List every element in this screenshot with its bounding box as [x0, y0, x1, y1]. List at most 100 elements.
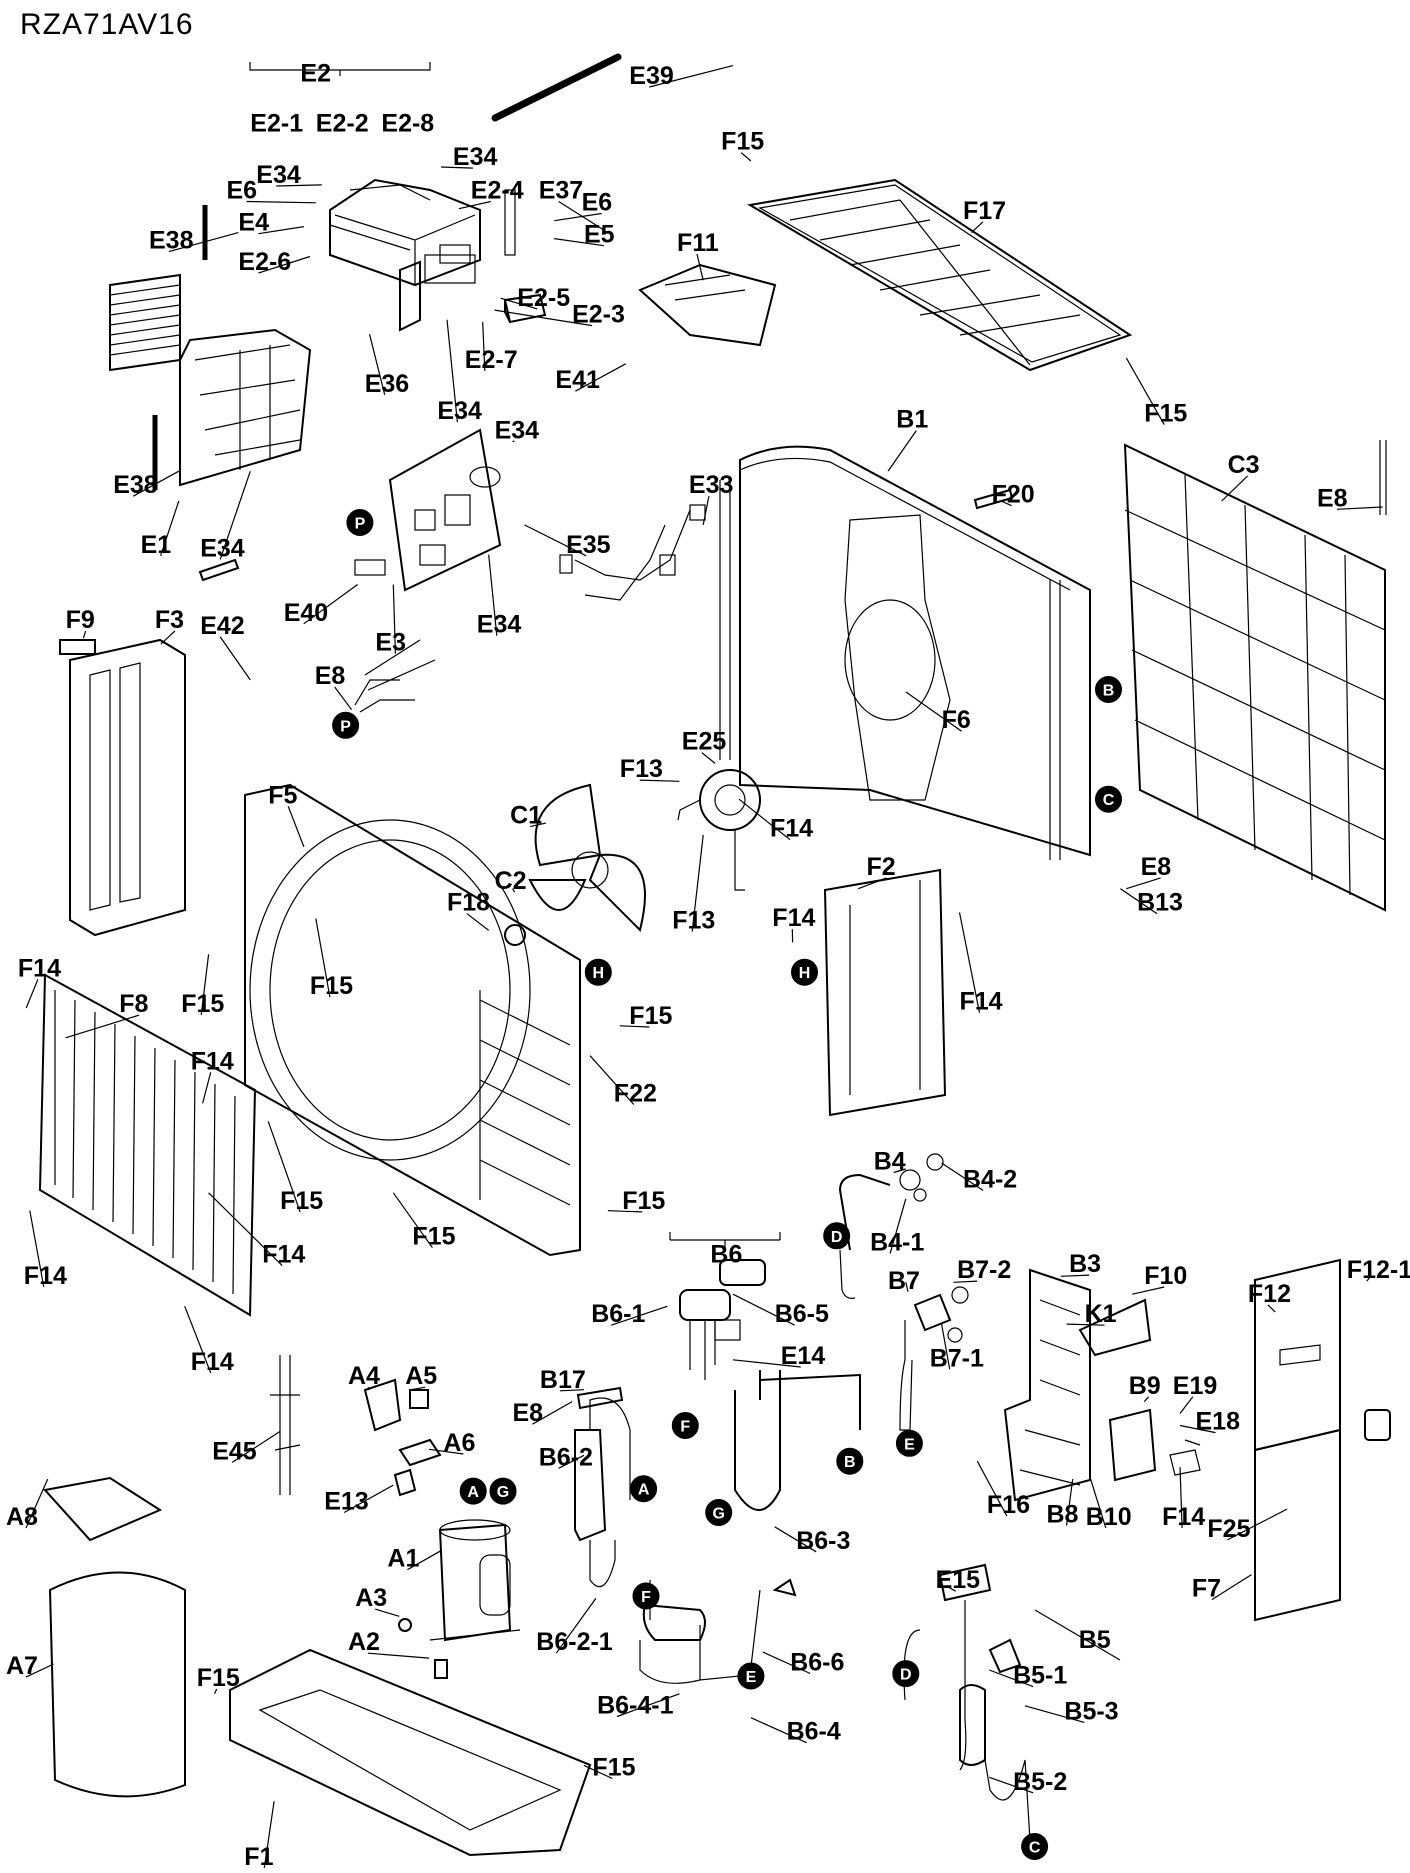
label-b7-1-81: B7-1: [930, 1344, 984, 1372]
marker-p-letter-1: P: [340, 718, 351, 735]
label-f10-83: F10: [1144, 1262, 1187, 1290]
label-f13-43: F13: [672, 907, 715, 935]
label-a4-97: A4: [348, 1362, 380, 1390]
e39-rod: [495, 57, 618, 118]
label-e6-8: E6: [582, 189, 613, 217]
label-b6-72: B6: [710, 1241, 742, 1269]
label-b4-2-70: B4-2: [963, 1165, 1017, 1193]
label-f6-39: F6: [942, 706, 971, 734]
label-e5-12: E5: [584, 221, 615, 249]
label-f17-32: F17: [963, 197, 1006, 225]
label-e8-77: E8: [513, 1399, 544, 1427]
f9-part: [60, 640, 95, 654]
leader-line-33: [697, 254, 703, 280]
leader-line-38: [335, 687, 352, 710]
marker-g-letter-13: G: [712, 1506, 724, 1523]
marker-e-letter-7: E: [904, 1436, 915, 1453]
label-b10-92: B10: [1086, 1503, 1132, 1531]
label-e2-6-14: E2-6: [238, 248, 291, 276]
label-b6-4-1-114: B6-4-1: [597, 1692, 674, 1720]
label-e39-4: E39: [629, 62, 673, 90]
marker-f-letter-8: F: [680, 1419, 690, 1436]
label-e35-25: E35: [566, 531, 611, 559]
label-e38-21: E38: [113, 471, 158, 499]
label-b1-34: B1: [896, 406, 928, 434]
e8-thermistor-right: [1380, 440, 1386, 515]
label-a1-102: A1: [387, 1545, 419, 1573]
label-b9-87: B9: [1129, 1372, 1161, 1400]
label-f15-113: F15: [197, 1664, 240, 1692]
label-f12-1-86: F12-1: [1347, 1256, 1410, 1284]
label-f25-94: F25: [1207, 1515, 1250, 1543]
label-e6-10: E6: [227, 177, 258, 205]
label-f20-35: F20: [992, 481, 1035, 509]
label-a2-107: A2: [348, 1628, 380, 1656]
label-f5-49: F5: [268, 781, 297, 809]
label-a6-99: A6: [443, 1429, 475, 1457]
b3-frame: [1005, 1270, 1090, 1500]
label-e8-38: E8: [315, 662, 346, 690]
leader-line-50: [26, 979, 38, 1008]
label-f15-68: F15: [1144, 400, 1187, 428]
label-b5-105: B5: [1079, 1626, 1111, 1654]
label-e34-20: E34: [437, 397, 482, 425]
label-b5-2-117: B5-2: [1013, 1768, 1067, 1796]
label-e34-24: E34: [200, 534, 245, 562]
label-e37-7: E37: [539, 177, 583, 205]
label-f15-54: F15: [310, 972, 353, 1000]
label-b5-1-110: B5-1: [1013, 1662, 1067, 1690]
e1-frame: [110, 275, 310, 485]
a6-part: [400, 1440, 440, 1465]
label-a7-112: A7: [6, 1652, 38, 1680]
label-e36-17: E36: [365, 370, 409, 398]
label-f14-59: F14: [262, 1241, 305, 1269]
label-e15-104: E15: [936, 1566, 981, 1594]
label-e19-88: E19: [1173, 1372, 1217, 1400]
f7-panel: [1255, 1430, 1340, 1620]
label-f15-62: F15: [622, 1187, 665, 1215]
label-b6-1-73: B6-1: [591, 1300, 645, 1328]
label-e14-75: E14: [781, 1342, 826, 1370]
marker-b-letter-2: B: [1103, 683, 1115, 700]
label-b17-76: B17: [540, 1366, 586, 1394]
label-e13-100: E13: [324, 1488, 368, 1516]
label-c1-44: C1: [510, 802, 542, 830]
label-f14-53: F14: [191, 1047, 234, 1075]
label-e40-26: E40: [284, 599, 328, 627]
label-e34-5: E34: [453, 143, 498, 171]
marker-d-letter-16: D: [900, 1667, 912, 1684]
a7-sound-cover: [50, 1573, 185, 1797]
label-f15-55: F15: [629, 1002, 672, 1030]
marker-p-letter-0: P: [355, 516, 366, 533]
label-b8-91: B8: [1047, 1501, 1079, 1529]
b6-6-part: [775, 1580, 795, 1595]
e42-part: [200, 560, 238, 580]
f2-partition-plate: [825, 870, 945, 1115]
b6-2-1-pipe: [590, 1540, 615, 1587]
label-e34-9: E34: [256, 161, 301, 189]
leader-line-34: [888, 431, 916, 472]
label-f14-61: F14: [191, 1348, 234, 1376]
f12-1-part: [1365, 1410, 1390, 1440]
label-f15-116: F15: [592, 1754, 635, 1782]
label-b5-3-111: B5-3: [1064, 1697, 1118, 1725]
e3-pcb: [355, 430, 500, 590]
label-e2-8-3: E2-8: [381, 110, 434, 138]
label-f14-65: F14: [960, 988, 1003, 1016]
label-f15-58: F15: [412, 1223, 455, 1251]
label-a5-98: A5: [405, 1362, 437, 1390]
label-f13-40: F13: [620, 755, 663, 783]
label-b6-6-109: B6-6: [790, 1649, 844, 1677]
label-e25-41: E25: [682, 728, 727, 756]
label-e8-66: E8: [1141, 853, 1172, 881]
label-f14-50: F14: [18, 954, 61, 982]
label-f14-60: F14: [24, 1262, 67, 1290]
label-f1-118: F1: [244, 1843, 273, 1868]
f17-top-panel: [750, 180, 1130, 370]
label-f15-31: F15: [721, 128, 764, 156]
marker-h-letter-5: H: [799, 965, 811, 982]
label-f15-57: F15: [280, 1187, 323, 1215]
label-e8-37: E8: [1317, 484, 1348, 512]
label-e4-11: E4: [238, 209, 269, 237]
marker-a-letter-10: A: [467, 1484, 479, 1501]
